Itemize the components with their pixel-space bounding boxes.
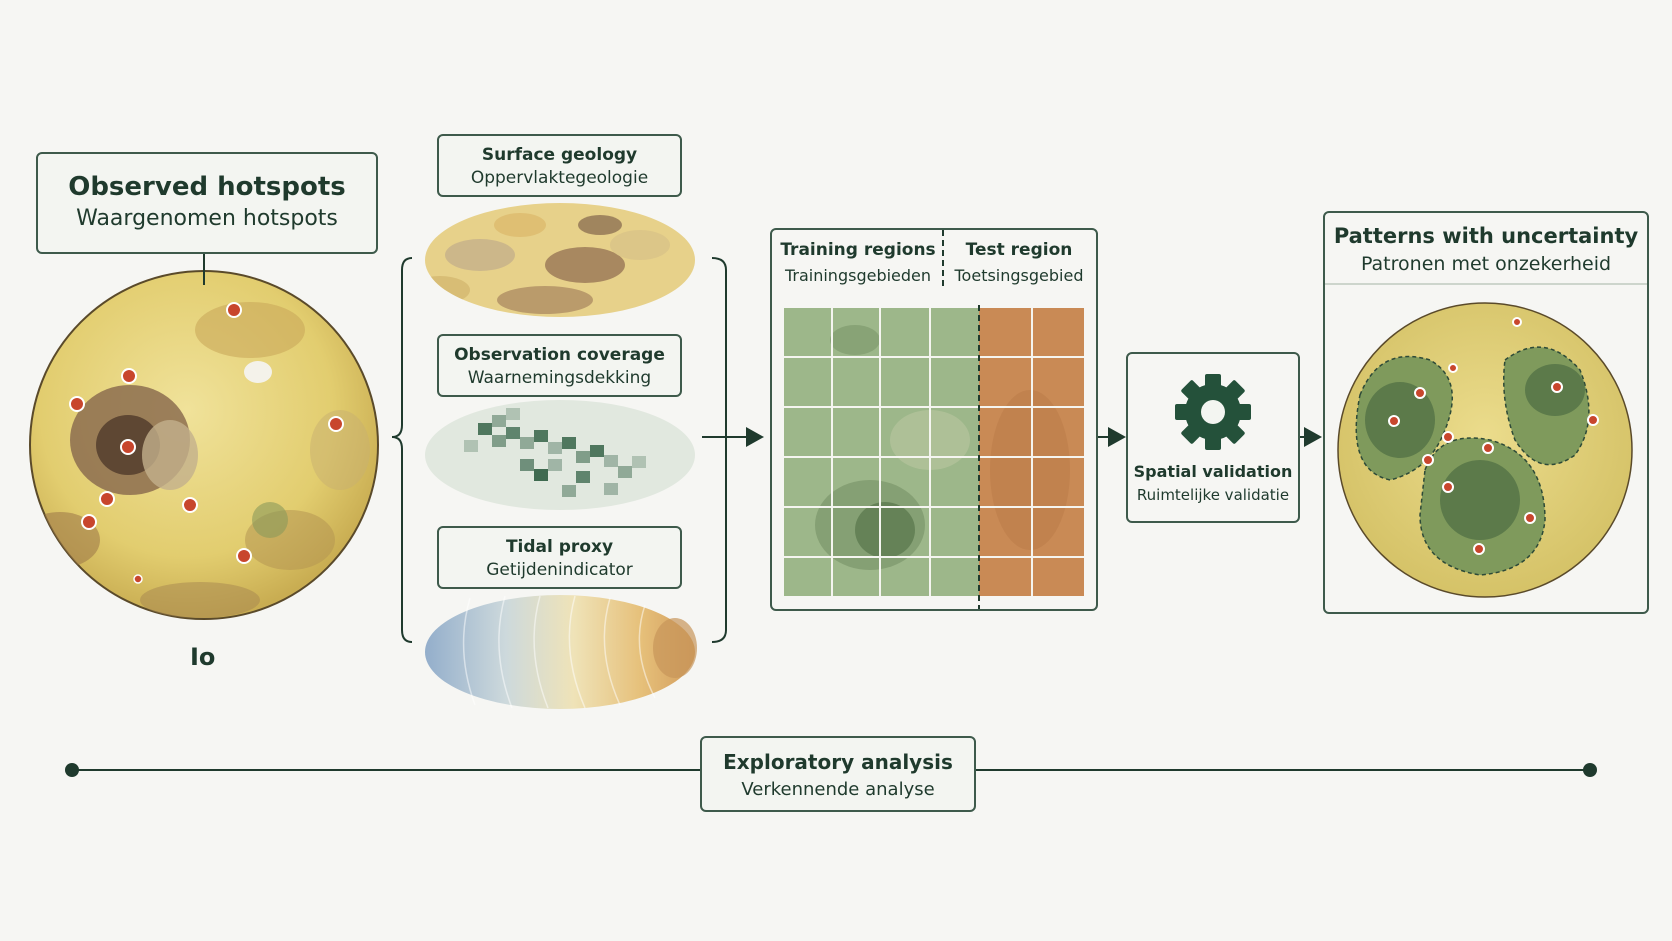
spatial-validation-title: Spatial validation xyxy=(1133,462,1293,481)
io-moon-image xyxy=(29,270,379,620)
hotspot-marker xyxy=(120,439,136,455)
observed-hotspots-box: Observed hotspots Waargenomen hotspots xyxy=(36,152,378,254)
hotspot-marker xyxy=(69,396,85,412)
timeline xyxy=(65,763,1597,777)
patterns-title: Patterns with uncertainty xyxy=(1333,224,1639,248)
hotspot-marker xyxy=(81,514,97,530)
observation-coverage-subtitle: Waarnemingsdekking xyxy=(467,368,652,388)
observed-hotspots-title: Observed hotspots xyxy=(68,172,346,202)
tidal-proxy-title: Tidal proxy xyxy=(505,537,614,557)
training-header: Training regions Trainingsgebieden xyxy=(774,240,942,285)
right-bracket xyxy=(711,257,727,643)
train-test-split-panel xyxy=(770,228,1098,611)
observation-coverage-title: Observation coverage xyxy=(454,345,665,365)
exploratory-analysis-box: Exploratory analysis Verkennende analyse xyxy=(700,736,976,812)
observed-hotspots-subtitle: Waargenomen hotspots xyxy=(76,206,338,231)
patterns-uncertainty-panel xyxy=(1323,211,1649,614)
patterns-header: Patterns with uncertainty Patronen met o… xyxy=(1325,224,1647,285)
observation-coverage-box: Observation coverage Waarnemingsdekking xyxy=(437,334,682,397)
tidal-proxy-box: Tidal proxy Getijdenindicator xyxy=(437,526,682,589)
spatial-validation-subtitle: Ruimtelijke validatie xyxy=(1136,486,1290,504)
surface-geology-box: Surface geology Oppervlaktegeologie xyxy=(437,134,682,197)
tidal-proxy-map xyxy=(425,595,697,709)
hotspot-marker xyxy=(182,497,198,513)
left-bracket xyxy=(391,257,413,643)
result-pattern-map xyxy=(1337,302,1633,598)
surface-geology-title: Surface geology xyxy=(481,145,638,165)
io-label: Io xyxy=(190,643,216,671)
test-title: Test region xyxy=(965,240,1073,260)
hotspot-marker xyxy=(226,302,242,318)
surface-geology-map xyxy=(425,203,695,317)
hotspot-markers xyxy=(69,302,344,584)
test-header: Test region Toetsingsgebied xyxy=(944,240,1094,285)
hotspot-marker xyxy=(99,491,115,507)
hotspot-marker xyxy=(121,368,137,384)
spatial-validation-box: Spatial validation Ruimtelijke validatie xyxy=(1126,352,1300,523)
exploratory-analysis-subtitle: Verkennende analyse xyxy=(741,779,935,800)
training-test-grid xyxy=(784,305,1084,612)
observation-coverage-map xyxy=(425,400,695,510)
test-subtitle: Toetsingsgebied xyxy=(954,266,1084,285)
training-subtitle: Trainingsgebieden xyxy=(784,266,932,285)
patterns-subtitle: Patronen met onzekerheid xyxy=(1360,253,1612,275)
exploratory-analysis-title: Exploratory analysis xyxy=(723,750,953,774)
hotspot-marker xyxy=(328,416,344,432)
hotspot-marker xyxy=(133,574,143,584)
surface-geology-subtitle: Oppervlaktegeologie xyxy=(470,168,649,188)
gear-icon xyxy=(1175,374,1251,450)
training-title: Training regions xyxy=(780,240,936,260)
hotspot-marker xyxy=(236,548,252,564)
tidal-proxy-subtitle: Getijdenindicator xyxy=(486,560,633,580)
